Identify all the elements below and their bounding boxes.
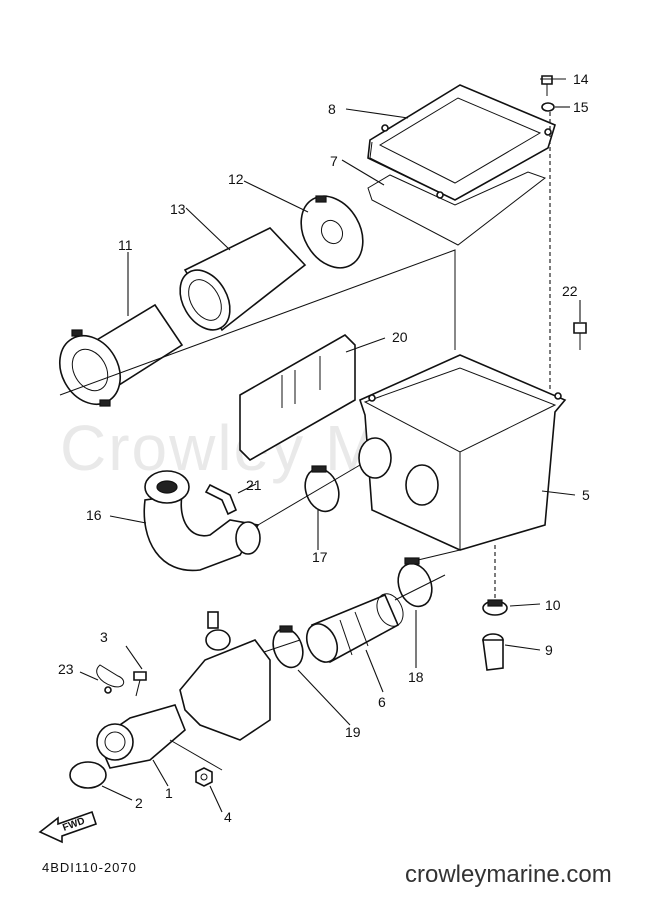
callout-11: 11 bbox=[118, 237, 133, 253]
callout-19: 19 bbox=[345, 724, 361, 740]
site-url[interactable]: crowleymarine.com bbox=[405, 861, 612, 888]
forward-arrow-icon: FWD bbox=[38, 810, 98, 844]
part-breather-hose[interactable] bbox=[204, 483, 238, 516]
diagram-code: 4BDI110-2070 bbox=[42, 860, 137, 875]
part-plate[interactable] bbox=[239, 334, 356, 461]
part-cover-gasket[interactable] bbox=[367, 171, 547, 246]
callout-4: 4 bbox=[224, 809, 232, 825]
part-carburetor-joint[interactable] bbox=[301, 590, 408, 668]
callout-17: 17 bbox=[312, 549, 328, 565]
sightline-18 bbox=[417, 549, 461, 561]
part-drain-clip[interactable] bbox=[482, 599, 508, 616]
part-clamp-18[interactable] bbox=[392, 557, 437, 611]
callout-7: 7 bbox=[330, 153, 338, 169]
part-clamp-17[interactable] bbox=[299, 464, 344, 516]
callout-8: 8 bbox=[328, 101, 336, 117]
part-air-filter-element[interactable] bbox=[170, 227, 307, 339]
callout-3: 3 bbox=[100, 629, 108, 645]
part-manifold-gasket[interactable] bbox=[69, 761, 107, 789]
part-cover-bolt[interactable] bbox=[541, 75, 553, 96]
callout-6: 6 bbox=[378, 694, 386, 710]
callout-16: 16 bbox=[86, 507, 102, 523]
part-air-box-case[interactable] bbox=[358, 354, 567, 551]
callout-22: 22 bbox=[562, 283, 578, 299]
part-hose-clip[interactable] bbox=[96, 664, 125, 694]
callout-13: 13 bbox=[170, 201, 186, 217]
callout-14: 14 bbox=[573, 71, 589, 87]
callout-numbers: 8 7 12 13 11 14 15 22 20 5 10 9 21 16 17… bbox=[58, 71, 590, 825]
callout-2: 2 bbox=[135, 795, 143, 811]
part-air-box-cover[interactable] bbox=[367, 84, 556, 201]
part-filter-holder[interactable] bbox=[48, 303, 184, 415]
part-clamp-19[interactable] bbox=[268, 624, 308, 671]
leader-lines bbox=[79, 78, 581, 813]
callout-18: 18 bbox=[408, 669, 424, 685]
callout-9: 9 bbox=[545, 642, 553, 658]
sightline-4 bbox=[169, 739, 223, 771]
callout-1: 1 bbox=[165, 785, 173, 801]
part-intake-manifold[interactable] bbox=[96, 704, 186, 769]
callout-5: 5 bbox=[582, 487, 590, 503]
callout-20: 20 bbox=[392, 329, 408, 345]
callout-23: 23 bbox=[58, 661, 74, 677]
callout-21: 21 bbox=[246, 477, 262, 493]
sightline bbox=[59, 249, 456, 396]
callout-10: 10 bbox=[545, 597, 561, 613]
part-screw[interactable] bbox=[133, 671, 147, 697]
part-intake-duct[interactable] bbox=[143, 470, 261, 572]
carburetor bbox=[179, 611, 271, 741]
part-drain-hose[interactable] bbox=[482, 633, 504, 671]
part-element-cap[interactable] bbox=[289, 185, 375, 279]
part-nut[interactable] bbox=[195, 767, 213, 787]
part-case-bolt[interactable] bbox=[573, 322, 587, 350]
callout-15: 15 bbox=[573, 99, 589, 115]
part-bolt-washer[interactable] bbox=[541, 102, 555, 112]
sightline-17 bbox=[257, 464, 361, 526]
callout-12: 12 bbox=[228, 171, 244, 187]
